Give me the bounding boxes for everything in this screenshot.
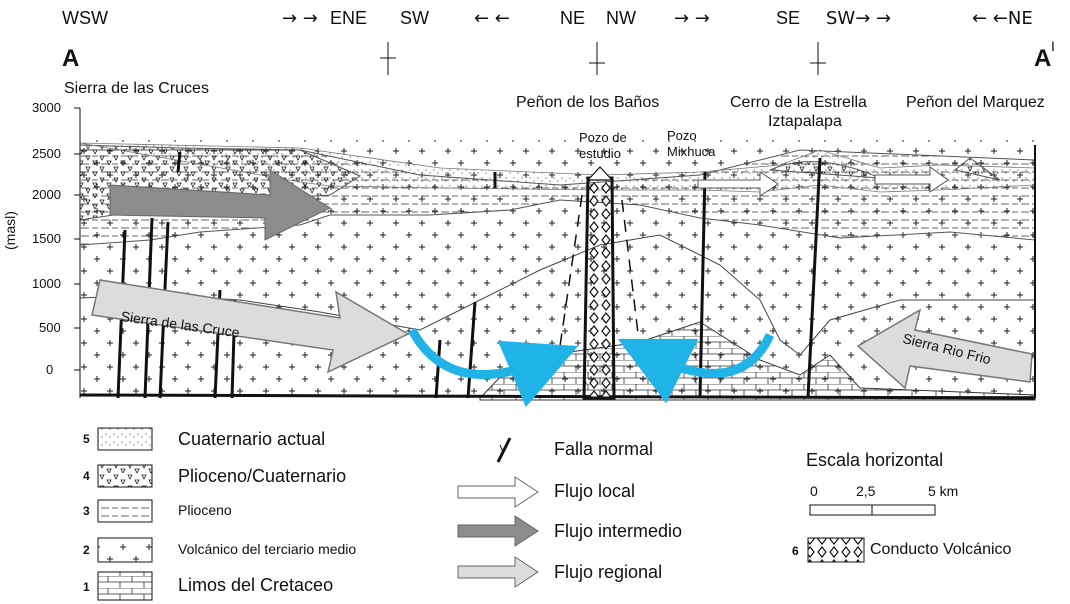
pozo-estudio-line1: Pozo de (579, 130, 627, 145)
legend-label-falla: Falla normal (554, 439, 654, 459)
section-label-prime-mark: I (1051, 38, 1055, 54)
y-tick: 1500 (32, 231, 61, 246)
legend-label-intermediate-flow: Flujo intermedio (554, 521, 683, 541)
orientation-se: SE (776, 8, 801, 28)
y-axis (74, 107, 81, 398)
legend-label-limestone: Limos del Cretaceo (178, 575, 334, 595)
orientation-arrows-3: → → (674, 8, 710, 29)
conduit-cap (586, 166, 614, 181)
orientation-arrows-2: ← ← (474, 8, 510, 29)
swatch-quaternary (97, 427, 153, 451)
place-iztapalapa: Iztapalapa (768, 113, 842, 130)
legend-label-quaternary: Cuaternario actual (178, 429, 326, 449)
legend-num-2: 2 (83, 543, 90, 557)
blue-flow-arrows (408, 327, 775, 408)
pozo-mixhuca-line2: Mixhuca (667, 144, 716, 159)
scale-bar (809, 504, 936, 516)
orientation-wsw: WSW (62, 8, 108, 28)
place-sierra-cruces: Sierra de las Cruces (64, 80, 209, 97)
local-flow-arrow-1 (697, 171, 779, 197)
legend-num-1: 1 (83, 580, 90, 594)
intermediate-flow-arrow (109, 169, 332, 241)
contact-line (79, 234, 1035, 356)
fault-symbol-icon (496, 437, 512, 463)
intermediate-flow-legend-icon (457, 515, 539, 547)
legend-label-plio-quaternary: Plioceno/Cuaternario (178, 466, 347, 486)
y-tick: 0 (46, 362, 54, 377)
scale-tick-0: 0 (810, 483, 818, 499)
legend-num-6: 6 (792, 544, 799, 558)
y-axis-label: (masl) (2, 211, 18, 250)
swatch-conduit (807, 537, 865, 563)
penon-marquez-hill (953, 157, 1001, 181)
pozo-estudio-line2: estudio (579, 146, 621, 161)
section-label-a-prime: A (1034, 45, 1052, 72)
orientation-sw-1: SW (400, 8, 429, 28)
legend-label-conduit: Conducto Volcánico (870, 541, 1012, 558)
swatch-plio-quaternary (97, 464, 153, 488)
place-penon-banos: Peñon de los Baños (516, 94, 660, 111)
scale-tick-5km: 5 km (928, 483, 959, 499)
swatch-limestone (97, 571, 153, 601)
y-tick: 1000 (32, 276, 61, 291)
orientation-nw: NW (606, 8, 636, 28)
legend-label-regional-flow: Flujo regional (554, 562, 663, 582)
regional-flow-arrow-right (856, 308, 1033, 390)
legend-num-4: 4 (83, 469, 90, 483)
volcanic-conduit (582, 176, 616, 400)
regional-flow-legend-icon (457, 556, 539, 588)
legend-label-pliocene: Plioceno (178, 502, 232, 518)
swatch-pliocene (97, 499, 153, 523)
y-tick: 2000 (32, 187, 61, 202)
y-tick: 2500 (32, 146, 61, 161)
legend-swatches (97, 427, 936, 601)
orientation-ene: ENE (330, 8, 368, 28)
local-flow-arrow-2 (874, 166, 949, 193)
legend-label-local-flow: Flujo local (554, 481, 636, 501)
section-markers (380, 42, 826, 75)
swatch-volcanic (97, 537, 153, 563)
y-tick: 3000 (32, 100, 61, 115)
scale-title: Escala horizontal (806, 450, 944, 470)
legend-num-5: 5 (83, 432, 90, 446)
orientation-ne-1: NE (560, 8, 586, 28)
orientation-sw-2: SW→ → (826, 8, 892, 29)
dashed-faults (557, 194, 641, 361)
place-penon-marquez: Peñon del Marquez (906, 94, 1045, 111)
place-cerro-estrella: Cerro de la Estrella (730, 94, 867, 111)
orientation-ne-2: ← ←NE (972, 8, 1033, 29)
legend-num-3: 3 (83, 504, 90, 518)
regional-flow-arrow-left (91, 279, 410, 374)
section-label-a: A (62, 45, 80, 72)
pozo-mixhuca-line1: Pozo (667, 128, 697, 143)
orientation-arrows-1: → → (282, 8, 318, 29)
scale-tick-2-5: 2,5 (856, 483, 876, 499)
y-tick: 500 (39, 320, 61, 335)
legend-label-volcanic: Volcánico del terciario medio (178, 541, 357, 557)
local-flow-legend-icon (457, 476, 539, 508)
